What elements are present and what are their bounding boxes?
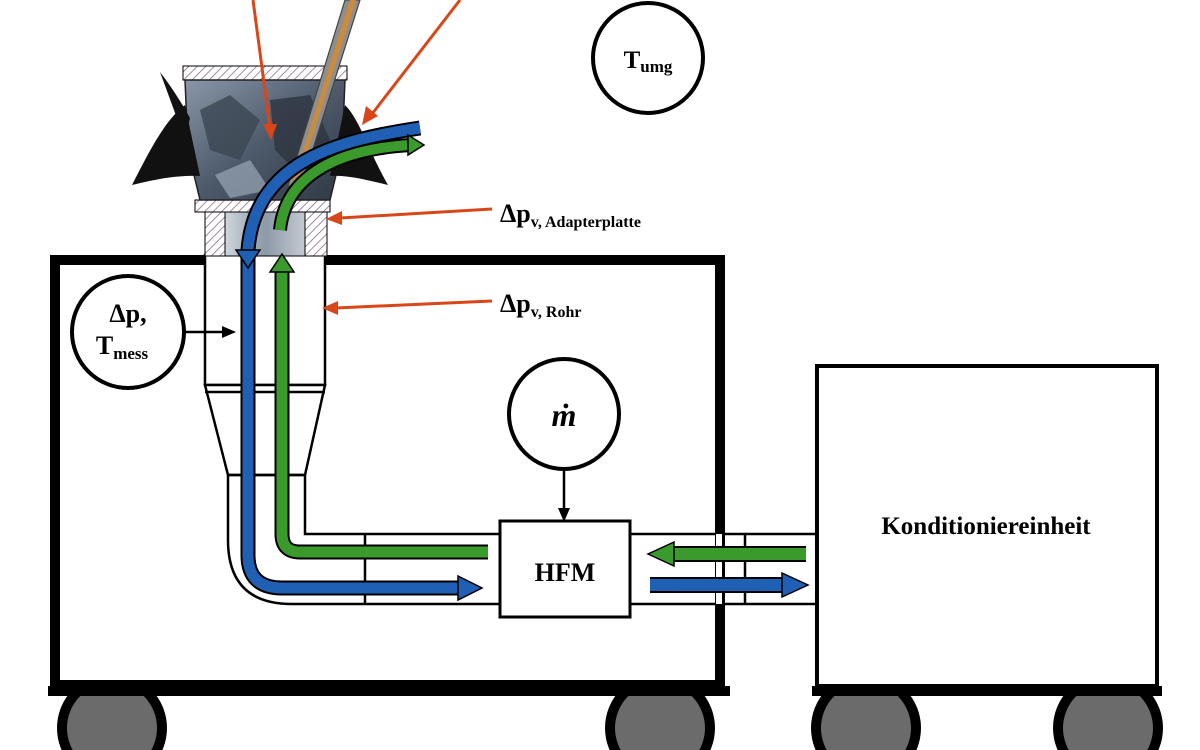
- t-umg-sub: umg: [640, 57, 673, 76]
- t-mess-sub: mess: [113, 344, 148, 363]
- flow-arrowhead-green-up: [268, 252, 296, 273]
- dp-rohr-sub: v, Rohr: [531, 304, 582, 321]
- ambient-temperature-sensor: Tumg: [591, 1, 705, 115]
- dp-rohr-main: Δp: [500, 289, 531, 318]
- mdot-label: ṁ: [552, 397, 577, 433]
- flow-arrows: [234, 120, 810, 602]
- mass-flow-sensor: ṁ: [507, 357, 621, 471]
- pointer-arrows: [251, 0, 493, 315]
- conditioning-unit: [815, 364, 1159, 688]
- hfm-box: [498, 519, 632, 619]
- svg-text:Δpv, Adapterplatte: Δpv, Adapterplatte: [500, 199, 641, 231]
- dp-adapter-main: Δp: [500, 199, 531, 228]
- dp-tmess-line1: Δp,: [109, 299, 146, 328]
- measurement-tube: [203, 253, 327, 477]
- flow-arrowhead-green-left: [646, 540, 675, 568]
- svg-text:Δpv, Rohr: Δpv, Rohr: [500, 289, 581, 321]
- pressure-temperature-sensor: Δp, Tmess: [70, 274, 186, 390]
- dp-adapter-sub: v, Adapterplatte: [531, 214, 641, 231]
- t-mess-main: T: [96, 331, 113, 360]
- svg-text:Tmess: Tmess: [96, 331, 149, 363]
- flow-arrowhead-blue: [457, 574, 484, 602]
- t-umg-main: T: [624, 47, 641, 74]
- hfm-label: HFM: [535, 558, 596, 587]
- flow-arrowhead-blue-right: [781, 571, 810, 599]
- measurement-pointers: [178, 326, 570, 522]
- svg-text:Tumg: Tumg: [624, 47, 673, 76]
- cylinder-head: [132, 65, 388, 201]
- conditioning-unit-label: Konditioniereinheit: [881, 513, 1091, 540]
